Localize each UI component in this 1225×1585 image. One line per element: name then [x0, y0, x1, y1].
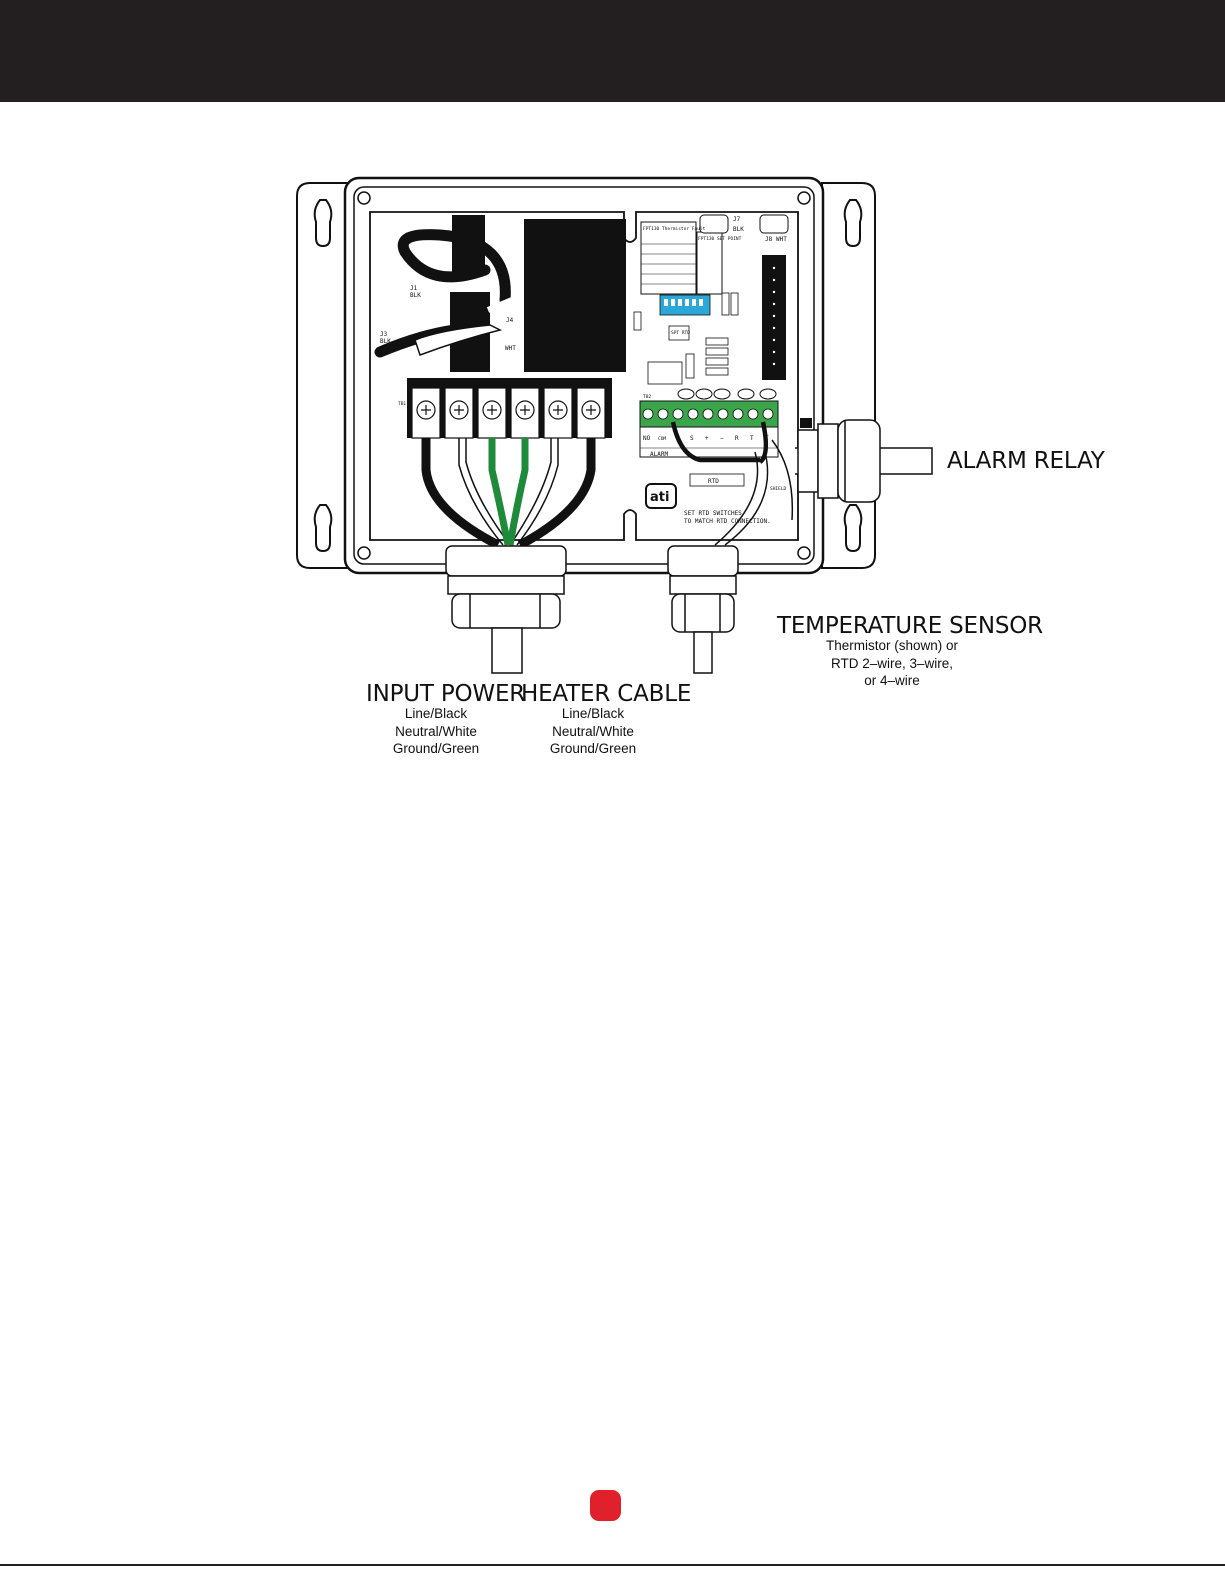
- setpoint-table-title: FPT130 SET POINT: [698, 236, 742, 242]
- sensor-wires: [670, 421, 769, 464]
- heater-cable-desc: Line/Black Neutral/White Ground/Green: [523, 705, 663, 758]
- temperature-sensor-title: TEMPERATURE SENSOR: [777, 613, 1043, 639]
- j4-label: J4: [506, 317, 514, 324]
- tb1-screws: [411, 387, 606, 439]
- j8-label: J8: [765, 236, 773, 243]
- connector-j7-j8: [699, 214, 789, 234]
- j3-color: BLK: [380, 338, 391, 345]
- j1-color: BLK: [410, 292, 421, 299]
- heater-cable-line3: Ground/Green: [549, 741, 637, 756]
- rtd-label: RTD: [708, 478, 719, 485]
- resistors: [633, 292, 739, 385]
- heater-cable-line1: Line/Black: [561, 706, 625, 721]
- relay-block: [524, 219, 626, 372]
- heater-cable-title: HEATER CABLE: [521, 681, 692, 707]
- j7-label: J7: [733, 216, 741, 223]
- enclosure-inner: [353, 186, 815, 565]
- sensor-cable: [714, 439, 794, 546]
- temperature-sensor-line3: or 4–wire: [864, 673, 920, 688]
- temperature-sensor-desc: Thermistor (shown) or RTD 2–wire, 3–wire…: [792, 637, 992, 690]
- power-wires-black: [421, 438, 596, 550]
- terminal-minus: −: [720, 435, 724, 442]
- footer-rule: [0, 1564, 1225, 1566]
- temperature-sensor-line1: Thermistor (shown) or: [825, 638, 959, 653]
- input-power-line3: Ground/Green: [392, 741, 480, 756]
- terminal-t2: T: [765, 435, 769, 442]
- terminal-no: NO: [643, 435, 651, 442]
- temperature-sensor-line2: RTD 2–wire, 3–wire,: [830, 655, 954, 671]
- alarm-relay-title: ALARM RELAY: [947, 448, 1105, 474]
- thermistor-table: [640, 221, 697, 295]
- j8-color: WHT: [776, 236, 787, 243]
- terminal-r: R: [735, 435, 739, 442]
- pigtail-wires-white: [414, 297, 514, 356]
- capacitors: [677, 388, 777, 400]
- header-bar: [0, 0, 1225, 102]
- mounting-flange-left: [296, 182, 353, 569]
- ati-logo-text: ati: [650, 490, 669, 505]
- tb1-label: TB1: [398, 401, 406, 407]
- terminal-plus: +: [705, 435, 709, 442]
- heater-cable-line2: Neutral/White: [552, 723, 634, 739]
- ati-logo: [645, 483, 677, 509]
- terminal-com: COM: [658, 436, 666, 442]
- header-connector: [762, 255, 786, 380]
- page-marker: [590, 1490, 621, 1521]
- alarm-relay-gland: [795, 419, 933, 503]
- shield-label: SHIELD: [770, 486, 787, 492]
- j1-label: J1: [410, 285, 418, 292]
- keyhole-slots: [313, 199, 863, 553]
- temperature-sensor-gland: [667, 545, 739, 674]
- thermistor-table-title: FPT130 Thermistor Fault: [643, 226, 706, 232]
- terminal-s: S: [690, 435, 694, 442]
- setpoint-table: [696, 231, 723, 295]
- ground-wires: [488, 438, 529, 546]
- input-power-desc: Line/Black Neutral/White Ground/Green: [366, 705, 506, 758]
- rtd-note-line1: SET RTD SWITCHES: [684, 510, 742, 517]
- input-power-line2: Neutral/White: [395, 723, 477, 739]
- rtd-note-line2: TO MATCH RTD CONNECTION.: [684, 518, 771, 525]
- tb2-screws: [642, 408, 774, 420]
- j3-label: J3: [380, 331, 388, 338]
- j4-color: WHT: [505, 345, 516, 352]
- j7-color: BLK: [733, 226, 744, 233]
- terminal-t1: T: [750, 435, 754, 442]
- corner-screws: [357, 191, 811, 560]
- input-power-line1: Line/Black: [404, 706, 468, 721]
- input-power-title: INPUT POWER: [366, 681, 526, 707]
- rtd-switch-label: SPT RTD: [671, 330, 690, 336]
- input-power-gland: [445, 545, 567, 674]
- rtd-label-box: [689, 473, 745, 487]
- alarm-label: ALARM: [650, 451, 668, 458]
- tb2-label: TB2: [643, 394, 651, 400]
